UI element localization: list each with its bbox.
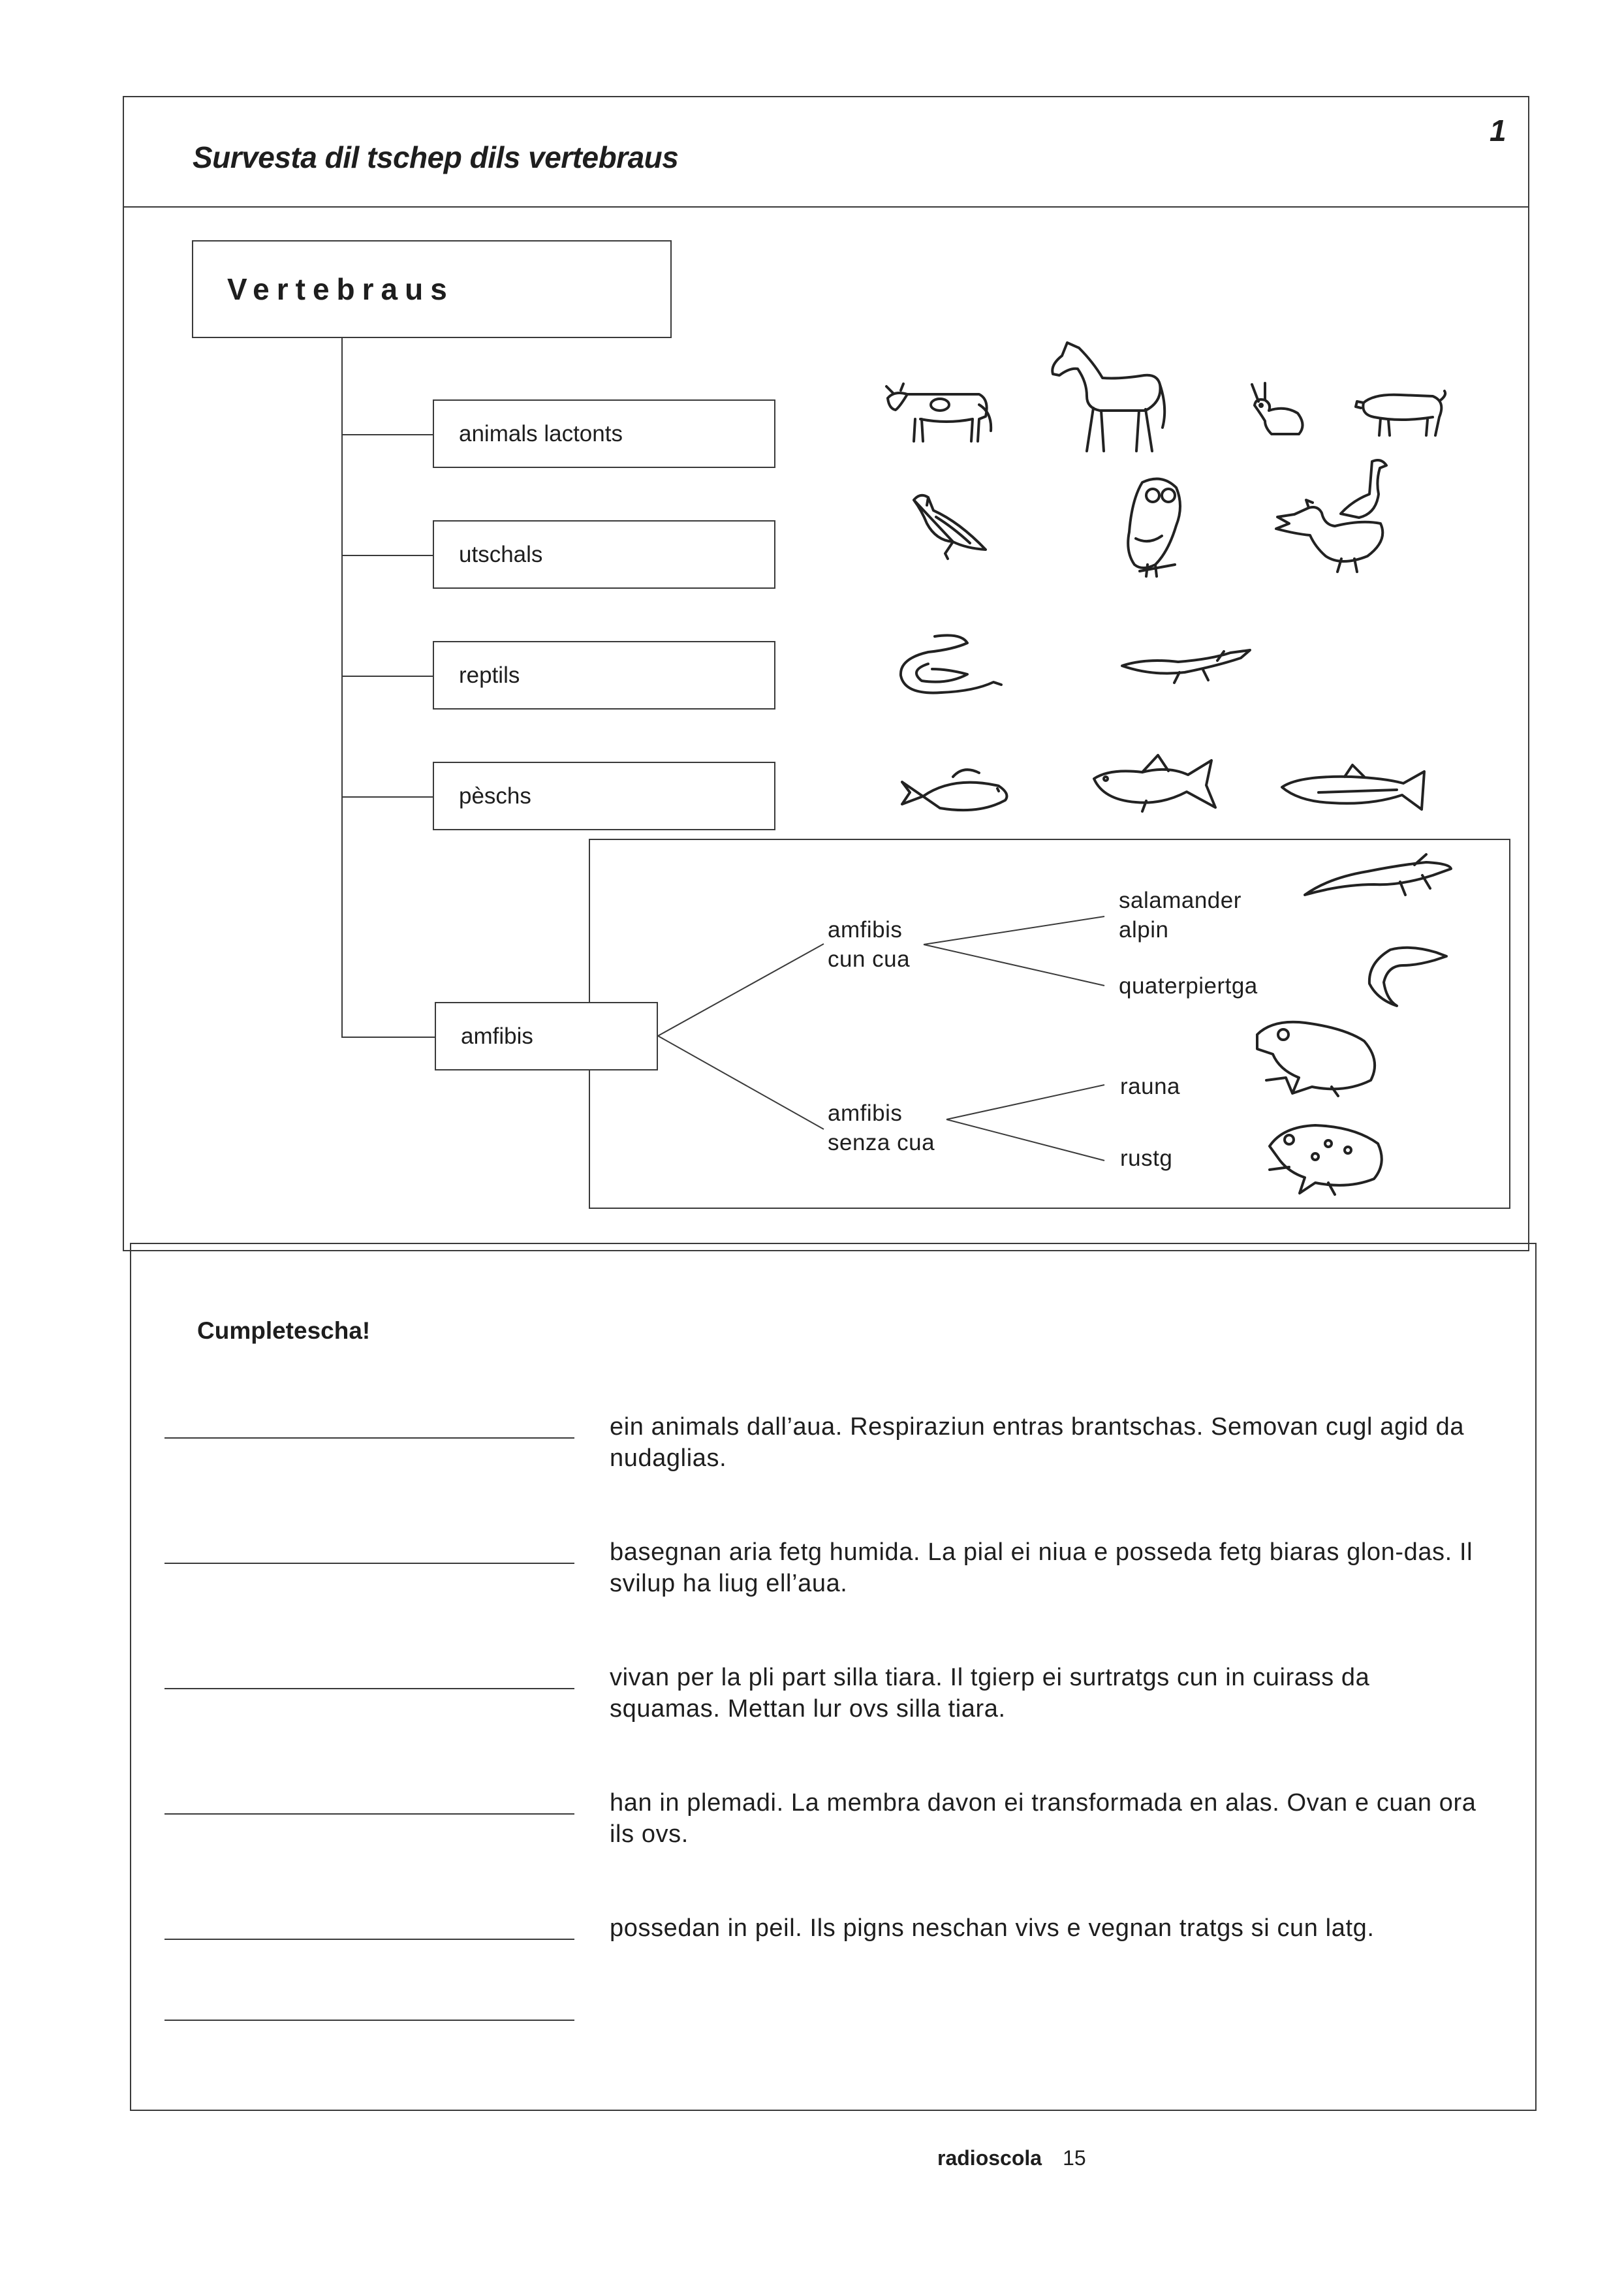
- bird-icon: [907, 491, 989, 563]
- page-title: Survesta dil tschep dils vertebraus: [193, 140, 678, 175]
- answer-blank[interactable]: [164, 2020, 574, 2021]
- frog-icon: [1253, 1015, 1381, 1097]
- title-divider: [123, 206, 1529, 208]
- page-number: 1: [1490, 113, 1507, 148]
- class-box-fish: pèschs: [433, 762, 775, 830]
- newt-icon: [1364, 943, 1449, 1008]
- footer-page-number: 15: [1063, 2146, 1086, 2170]
- answer-blank[interactable]: [164, 1813, 574, 1815]
- branch-line: [341, 1037, 435, 1038]
- cow-icon: [881, 379, 995, 444]
- class-label: animals lactonts: [459, 421, 623, 447]
- horse-icon: [1048, 336, 1168, 454]
- class-label: pèschs: [459, 783, 531, 809]
- snake-icon: [896, 630, 1003, 702]
- chicken-icon: [1270, 491, 1390, 572]
- class-label: utschals: [459, 542, 542, 568]
- rabbit-icon: [1245, 382, 1307, 437]
- class-box-reptiles: reptils: [433, 641, 775, 710]
- toad-icon: [1263, 1117, 1387, 1196]
- branch-line: [341, 796, 433, 798]
- carp-icon: [901, 762, 1012, 821]
- with-tail-label: amfibis cun cua: [828, 915, 910, 974]
- root-label: Vertebraus: [227, 272, 454, 307]
- pig-icon: [1354, 388, 1449, 437]
- sentence-3: vivan per la pli part silla tiara. Il tg…: [610, 1662, 1484, 1725]
- lizard-icon: [1119, 646, 1253, 685]
- answer-blank[interactable]: [164, 1437, 574, 1439]
- fish-icon: [1090, 753, 1217, 815]
- footer-brand: radioscola: [937, 2146, 1042, 2170]
- branch-line: [341, 434, 433, 435]
- class-label: reptils: [459, 663, 520, 689]
- instruction: Cumpletescha!: [197, 1317, 370, 1345]
- species-label: rustg: [1120, 1144, 1172, 1173]
- sentence-5: possedan in peil. Ils pigns neschan vivs…: [610, 1912, 1484, 1944]
- branch-line: [341, 676, 433, 677]
- species-label: salamander alpin: [1119, 886, 1241, 945]
- class-box-birds: utschals: [433, 520, 775, 589]
- answer-blank[interactable]: [164, 1688, 574, 1689]
- species-label: rauna: [1120, 1072, 1180, 1101]
- owl-icon: [1116, 473, 1188, 581]
- footer: radioscola 15: [937, 2146, 1086, 2170]
- answer-blank[interactable]: [164, 1939, 574, 1940]
- class-label: amfibis: [461, 1023, 533, 1050]
- sentence-4: han in plemadi. La membra davon ei trans…: [610, 1787, 1484, 1850]
- sentence-1: ein animals dall’aua. Respiraziun entras…: [610, 1411, 1484, 1474]
- species-label: quaterpiertga: [1119, 971, 1258, 1001]
- branch-line: [341, 555, 433, 556]
- class-box-amphibians: amfibis: [435, 1002, 658, 1070]
- answer-blank[interactable]: [164, 1563, 574, 1564]
- tree-trunk: [341, 338, 343, 1038]
- salamander-icon: [1302, 852, 1456, 901]
- trout-icon: [1279, 764, 1426, 813]
- without-tail-label: amfibis senza cua: [828, 1099, 935, 1157]
- sentence-2: basegnan aria fetg humida. La pial ei ni…: [610, 1537, 1484, 1599]
- root-box: Vertebraus: [192, 240, 672, 338]
- class-box-mammals: animals lactonts: [433, 399, 775, 468]
